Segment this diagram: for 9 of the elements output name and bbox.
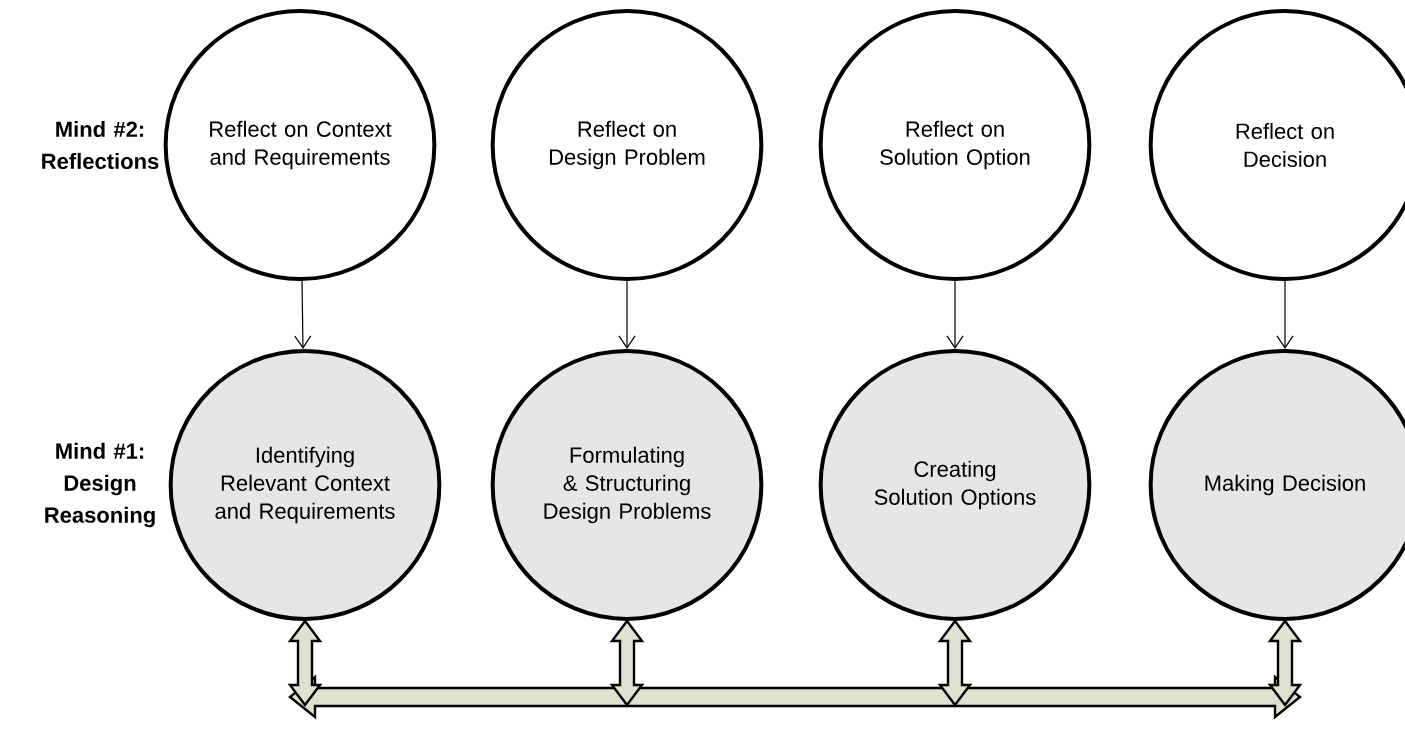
arrow	[294, 280, 312, 349]
double-block-arrow	[1267, 619, 1303, 707]
double-block-arrow	[288, 674, 1302, 720]
double-block-arrow	[937, 619, 973, 707]
double-block-arrow	[287, 619, 323, 707]
arrow	[1276, 280, 1294, 349]
arrow	[946, 280, 964, 349]
arrow	[618, 280, 636, 349]
double-block-arrow	[609, 619, 645, 707]
